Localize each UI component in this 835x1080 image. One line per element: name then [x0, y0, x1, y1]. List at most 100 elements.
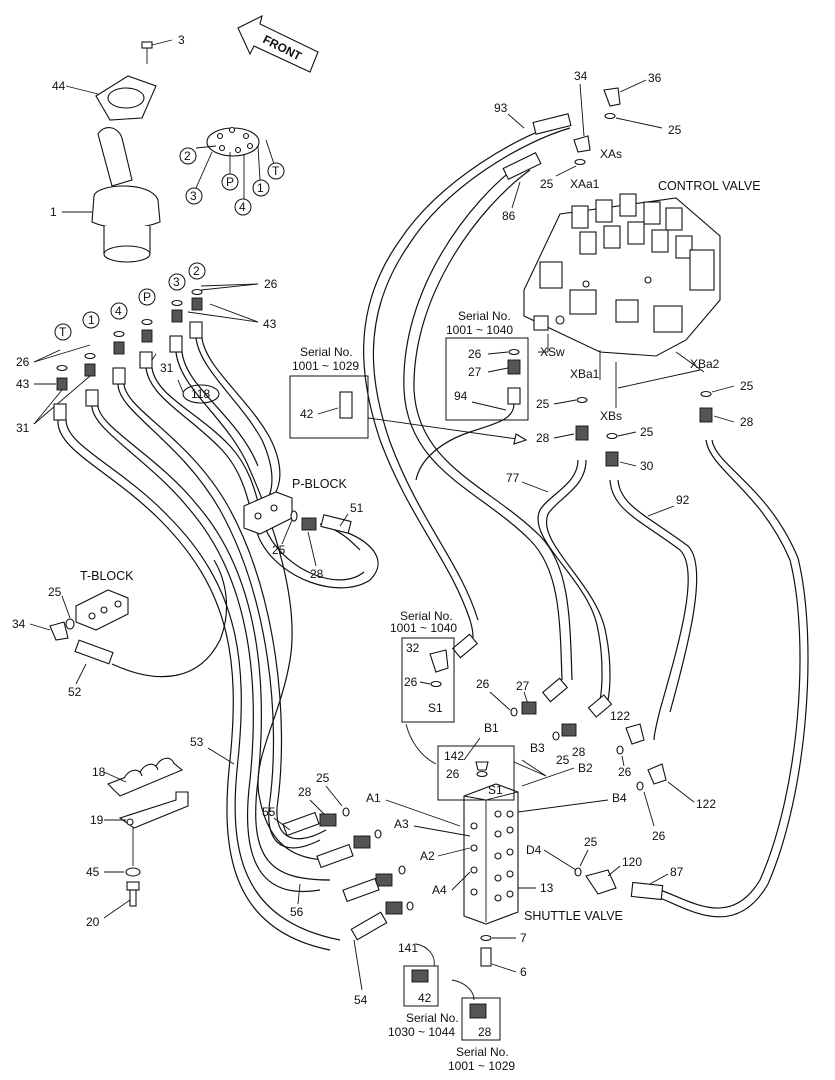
part-25-label: 25 — [740, 379, 754, 393]
shuttle-ports-right: B1 27 26 B3 25 28 B2 122 26 122 B4 26 D4… — [463, 677, 716, 895]
control-valve-ports: 34 36 25 XAs 25 XAa1 XSw XBa1 25 28 XBs … — [536, 69, 754, 473]
part-122-label: 122 — [610, 709, 630, 723]
part-26-label: 26 — [404, 675, 418, 689]
part-141-label: 141 — [398, 941, 418, 955]
shuttle-valve-label: SHUTTLE VALVE — [524, 909, 623, 923]
part-25-label: 25 — [540, 177, 554, 191]
part-7-label: 7 — [520, 931, 527, 945]
shuttle-ports-left: A1 A3 A2 A4 25 28 55 56 54 53 — [190, 735, 471, 1007]
part-25-label: 25 — [48, 585, 62, 599]
t-block-label: T-BLOCK — [80, 569, 134, 583]
part-26-label: 26 — [468, 347, 482, 361]
control-valve: CONTROL VALVE — [523, 179, 761, 408]
part-28-label: 28 — [740, 415, 754, 429]
part-34-label: 34 — [574, 69, 588, 83]
control-valve-label: CONTROL VALVE — [658, 179, 761, 193]
part-28-label: 28 — [572, 745, 586, 759]
pin-callouts: T 1 4 P 3 2 26 43 26 43 31 31 118 — [16, 262, 278, 435]
part-118-label: 118 — [191, 387, 210, 401]
part-42-label: 42 — [418, 991, 432, 1005]
port-xsw: XSw — [540, 345, 565, 359]
pin-label: T — [59, 325, 67, 339]
serial-label: Serial No. — [458, 309, 511, 323]
port-a1: A1 — [366, 791, 381, 805]
part-13-label: 13 — [540, 881, 554, 895]
serial-box-xsw: Serial No. 1001 ~ 1040 26 27 94 — [415, 309, 529, 481]
part-92-label: 92 — [676, 493, 690, 507]
part-54-label: 54 — [354, 993, 368, 1007]
part-6-label: 6 — [520, 965, 527, 979]
serial-range: 1001 ~ 1040 — [446, 323, 513, 337]
port-b2: B2 — [578, 761, 593, 775]
part-28-label: 28 — [310, 567, 324, 581]
part-53-label: 53 — [190, 735, 204, 749]
part-25-label: 25 — [536, 397, 550, 411]
part-44-label: 44 — [52, 79, 66, 93]
part-26-label: 26 — [264, 277, 278, 291]
pin-label: 4 — [239, 200, 246, 214]
serial-range: 1001 ~ 1029 — [448, 1059, 515, 1073]
part-25-label: 25 — [316, 771, 330, 785]
part-28-label: 28 — [478, 1025, 492, 1039]
part-26-label: 26 — [476, 677, 490, 691]
part-31-label: 31 — [160, 361, 174, 375]
part-3-label: 3 — [178, 33, 185, 47]
port-s1: S1 — [488, 783, 503, 797]
part-25-label: 25 — [556, 753, 570, 767]
part-26-label: 26 — [446, 767, 460, 781]
valve-spools — [571, 193, 693, 259]
part-51-label: 51 — [350, 501, 364, 515]
t-block: T-BLOCK 25 34 52 — [12, 559, 228, 699]
port-a4: A4 — [432, 883, 447, 897]
part-19-label: 19 — [90, 813, 104, 827]
joystick-mount: 3 44 — [52, 33, 185, 121]
port-b4: B4 — [612, 791, 627, 805]
part-86-label: 86 — [502, 209, 516, 223]
serial-range: 1001 ~ 1040 — [390, 621, 457, 635]
part-25-label: 25 — [272, 543, 286, 557]
part-25-label: 25 — [584, 835, 598, 849]
part-43-label: 43 — [263, 317, 277, 331]
part-87-label: 87 — [670, 865, 684, 879]
part-27-label: 27 — [516, 679, 530, 693]
part-36-label: 36 — [648, 71, 662, 85]
serial-box-s1: Serial No. 1001 ~ 1040 32 26 S1 — [390, 609, 457, 765]
pin-label: 4 — [115, 304, 122, 318]
part-94-label: 94 — [454, 389, 468, 403]
port-xbs: XBs — [600, 409, 622, 423]
port-pattern: 2 3 P 4 1 T — [179, 126, 285, 216]
control-valve-hoses: 93 86 77 92 87 — [363, 101, 809, 918]
p-block-label: P-BLOCK — [292, 477, 348, 491]
p-block: P-BLOCK 25 28 51 — [243, 477, 364, 581]
port-b1: B1 — [484, 721, 499, 735]
serial-box-42: Serial No. 1001 ~ 1029 42 — [289, 345, 528, 445]
part-18-label: 18 — [92, 765, 106, 779]
part-52-label: 52 — [68, 685, 82, 699]
front-arrow: FRONT — [237, 14, 319, 73]
port-a2: A2 — [420, 849, 435, 863]
shuttle-valve: SHUTTLE VALVE 13 7 6 142 26 S1 — [437, 745, 623, 979]
part-120-label: 120 — [622, 855, 642, 869]
pin-label: 3 — [190, 189, 197, 203]
serial-box-bottom: 141 42 Serial No. 1030 ~ 1044 28 Serial … — [388, 941, 515, 1073]
serial-label: Serial No. — [300, 345, 353, 359]
port-s1: S1 — [428, 701, 443, 715]
part-32-label: 32 — [406, 641, 420, 655]
pin-label: 3 — [173, 275, 180, 289]
port-xas: XAs — [600, 147, 622, 161]
part-20-label: 20 — [86, 915, 100, 929]
serial-range: 1030 ~ 1044 — [388, 1025, 455, 1039]
port-d4: D4 — [526, 843, 542, 857]
joystick-fittings — [53, 288, 203, 421]
pin-label: P — [143, 290, 151, 304]
port-xba2: XBa2 — [690, 357, 720, 371]
joystick-hose-bundle — [57, 337, 379, 951]
pin-label: 2 — [184, 149, 191, 163]
part-26-label: 26 — [652, 829, 666, 843]
serial-label: Serial No. — [406, 1011, 459, 1025]
part-30-label: 30 — [640, 459, 654, 473]
pin-label: 1 — [257, 181, 264, 195]
part-142-label: 142 — [444, 749, 464, 763]
port-a3: A3 — [394, 817, 409, 831]
part-1-label: 1 — [50, 205, 57, 219]
